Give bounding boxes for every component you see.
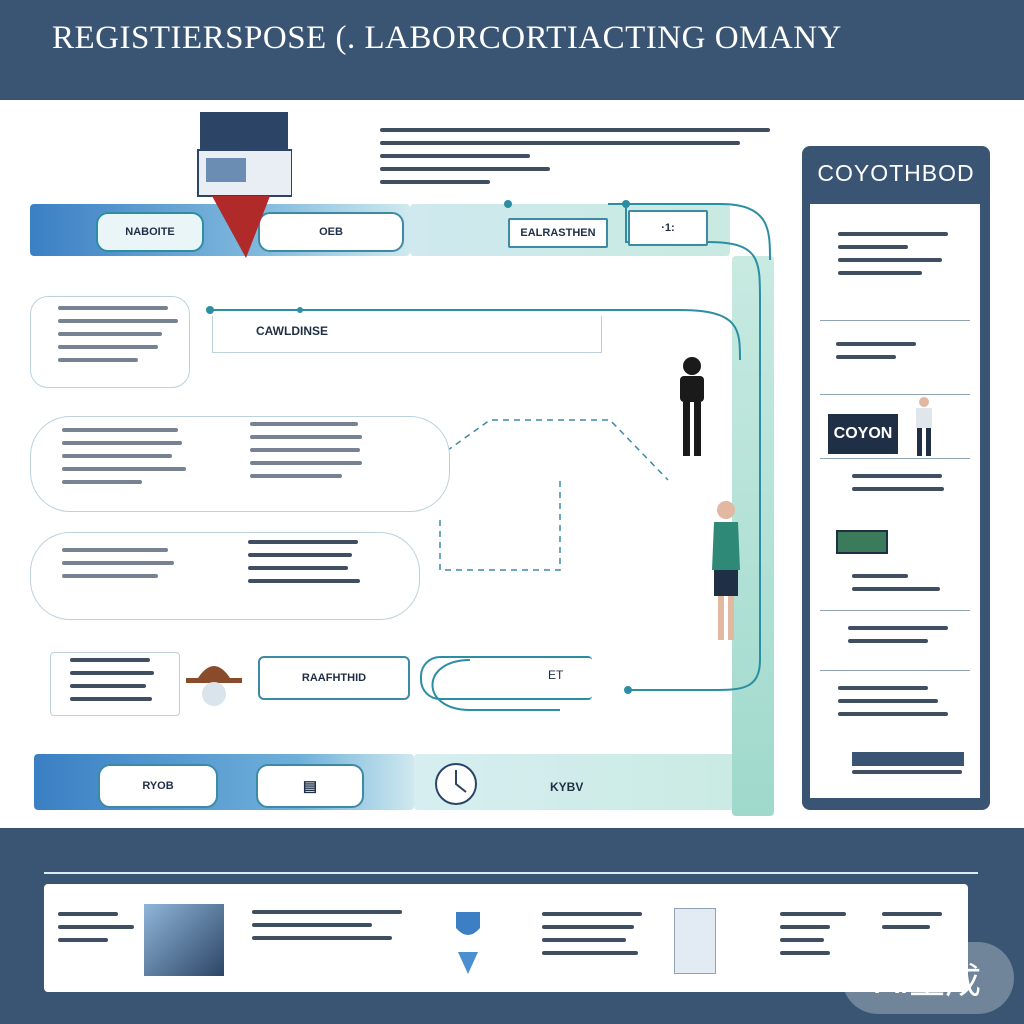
top-pill-left-label: NABOITE <box>125 226 175 238</box>
lower-right-label: ET <box>548 668 564 682</box>
top-pill-middle-label: OEB <box>319 226 343 238</box>
note-bubble-1 <box>30 296 190 388</box>
right-panel-title: COYOTHBOD <box>817 159 975 186</box>
note-bubble-4-text <box>70 658 160 710</box>
note-bubble-2 <box>30 416 450 512</box>
footer-phone-icon <box>674 908 716 974</box>
right-panel-person <box>912 396 936 463</box>
top-annotation-text <box>380 128 780 193</box>
footer-text-5 <box>882 912 952 938</box>
clock-icon <box>432 760 480 813</box>
bottom-pill-right-label: KYBV <box>550 780 584 794</box>
middle-label-box <box>212 316 602 353</box>
lower-left-label: RAAFHTHID <box>301 672 367 684</box>
right-panel-text-2 <box>836 342 956 368</box>
footer-text-3 <box>542 912 662 964</box>
note-bubble-2-text-left <box>62 428 192 493</box>
shield-icon <box>454 908 482 983</box>
document-icon: ▤ <box>302 778 318 795</box>
top-pill-right[interactable]: EALRASTHEN <box>508 218 608 248</box>
right-panel-photo: COYON <box>828 414 898 454</box>
ai-generated-badge: AI生成 <box>842 942 1014 1014</box>
person-figure-1 <box>674 356 710 465</box>
right-panel-text-6 <box>838 686 958 725</box>
top-pill-right-label: EALRASTHEN <box>520 227 596 239</box>
right-panel-text-5 <box>848 626 958 652</box>
hat-icon <box>184 656 244 717</box>
right-panel-divider-1 <box>820 320 970 321</box>
right-panel-board-icon <box>836 530 888 554</box>
right-panel-divider-3 <box>820 458 970 459</box>
note-bubble-2-text-right <box>250 422 370 487</box>
right-panel-divider-4 <box>820 610 970 611</box>
person-figure-2 <box>708 500 744 647</box>
right-panel-text-7 <box>852 770 964 783</box>
page-title: REGISTIERSPOSE (. LABORCORTIACTING OMANY <box>52 20 842 56</box>
footer-text-2 <box>252 910 412 949</box>
middle-label: CAWLDINSE <box>256 324 328 338</box>
top-pill-far[interactable]: ·1: <box>628 210 708 246</box>
right-panel-divider-2 <box>820 394 970 395</box>
header-bar <box>0 0 1024 100</box>
right-panel-divider-5 <box>820 670 970 671</box>
note-bubble-3-text-left <box>62 548 182 587</box>
bottom-pill-left-label: RYOB <box>142 780 174 792</box>
top-pill-left[interactable]: NABOITE <box>96 212 204 252</box>
note-bubble-1-text <box>58 306 178 371</box>
right-panel-photo-label: COYON <box>833 425 893 442</box>
note-bubble-3-text-right <box>248 540 368 592</box>
footer-text-4 <box>780 912 850 964</box>
right-panel-text-1 <box>838 232 958 284</box>
right-panel-text-4 <box>852 574 952 600</box>
bottom-pill-middle[interactable]: ▤ <box>256 764 364 808</box>
footer-image <box>144 904 224 976</box>
footer-divider <box>44 872 978 874</box>
right-panel-text-3 <box>852 474 952 500</box>
monitor-icon <box>196 110 293 258</box>
top-pill-far-label: ·1: <box>661 222 675 234</box>
bottom-pill-left[interactable]: RYOB <box>98 764 218 808</box>
lower-right-loop <box>420 656 592 700</box>
top-pill-middle[interactable]: OEB <box>258 212 404 252</box>
lower-left-label-box[interactable]: RAAFHTHID <box>258 656 410 700</box>
footer-text-1 <box>58 912 138 951</box>
right-panel-footer-bar <box>852 752 964 766</box>
